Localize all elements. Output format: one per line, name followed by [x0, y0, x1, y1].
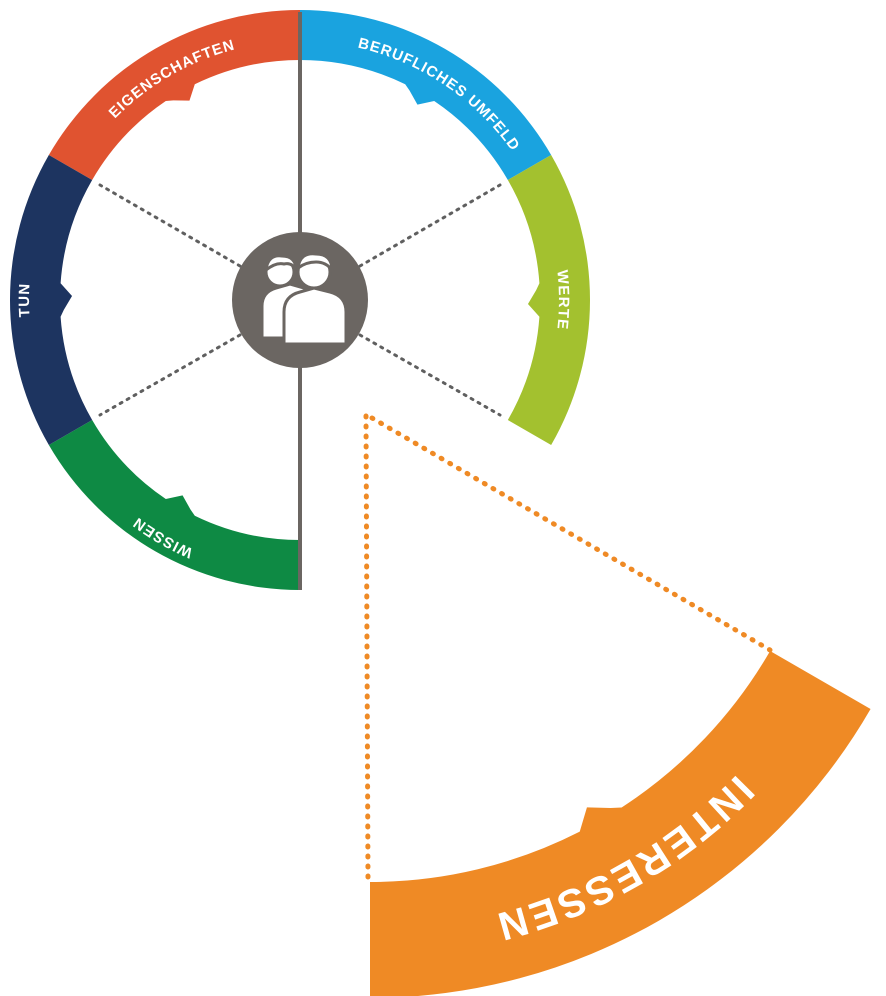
interessen-exploded: INTERESSEN — [363, 413, 871, 996]
spoke-upper-right — [358, 183, 502, 268]
spoke-lower-right — [358, 333, 502, 417]
center-hub — [232, 232, 368, 368]
label-tun-text: TUN — [16, 283, 32, 318]
spokes — [98, 183, 502, 417]
label-werte-text: WERTE — [553, 269, 571, 330]
segment-eigenschaften — [48, 10, 301, 180]
segment-tun — [9, 155, 93, 445]
interessen-dotted-left — [363, 413, 371, 883]
spoke-lower-left — [98, 333, 242, 417]
segment-berufliches-umfeld — [300, 10, 552, 180]
spoke-upper-left — [98, 183, 242, 268]
label-tun: TUN — [16, 283, 33, 318]
label-werte: WERTE — [553, 269, 572, 330]
people-group-icon — [260, 252, 348, 346]
segment-werte — [507, 155, 590, 445]
segment-interessen — [370, 651, 871, 996]
ring — [9, 10, 590, 590]
segment-wissen — [48, 420, 301, 590]
interessen-dotted-right — [369, 415, 773, 653]
